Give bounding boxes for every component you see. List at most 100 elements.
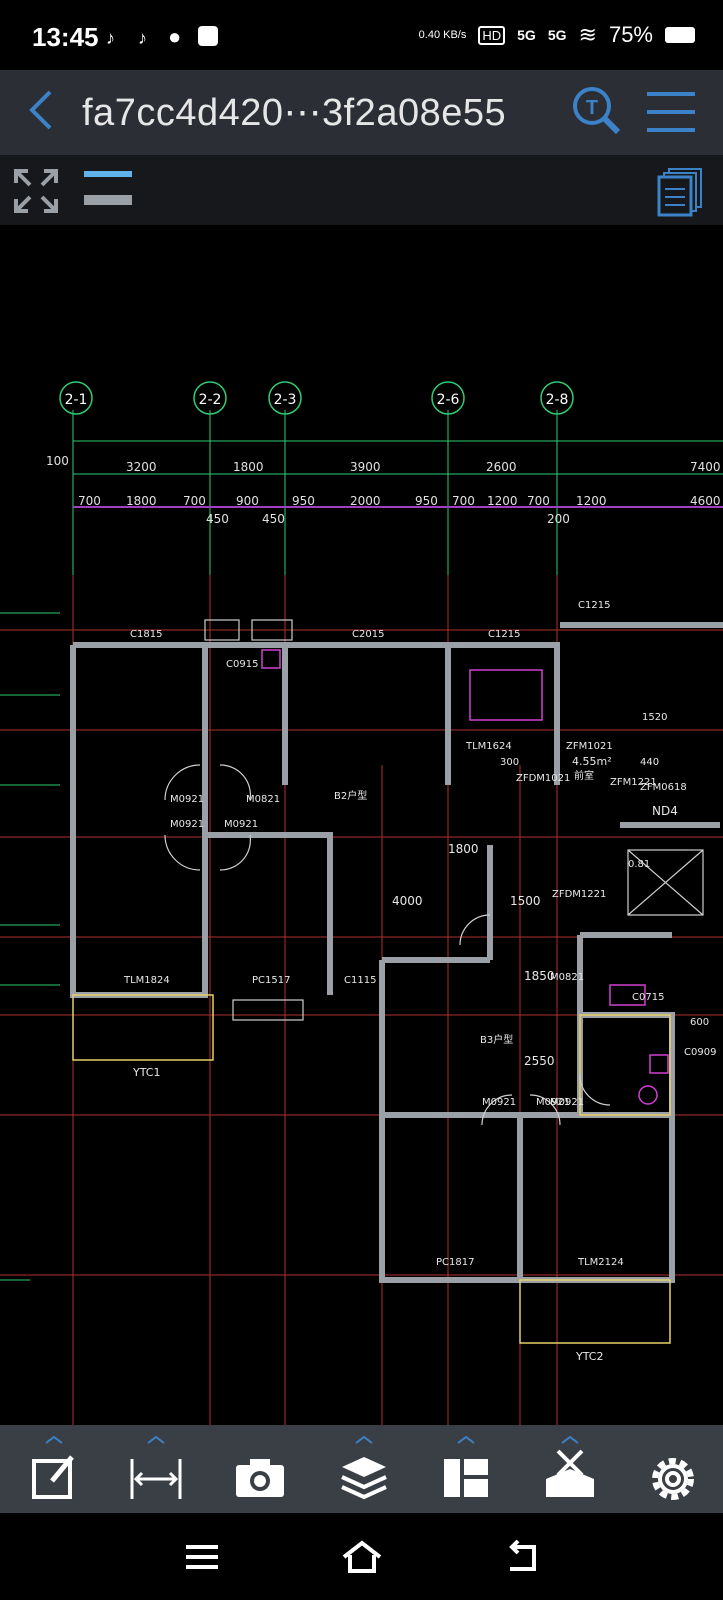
axis-bubble: 2-2 — [193, 381, 227, 415]
pages-button[interactable] — [655, 167, 705, 217]
dim-text: 450 — [206, 512, 229, 526]
dimension-texts: 100 3200 1800 3900 2600 7400 700 1800 70… — [46, 454, 721, 526]
axis-lines-green — [0, 410, 723, 1281]
home-icon — [342, 1540, 382, 1573]
dim-text: 200 — [547, 512, 570, 526]
back-button[interactable] — [26, 86, 56, 146]
lines-icon — [84, 171, 132, 205]
message-icon: ● — [168, 24, 182, 49]
line-weight-button[interactable] — [82, 169, 134, 209]
label: ZFM1021 — [566, 741, 613, 752]
toolbox-icon — [546, 1435, 594, 1497]
bottom-toolbar — [0, 1425, 723, 1513]
label: 前室 — [574, 769, 594, 782]
text-search-button[interactable]: T — [570, 84, 622, 136]
label: C1815 — [130, 629, 162, 640]
fixtures — [261, 649, 669, 1105]
dim-text: 700 — [452, 494, 475, 508]
label: YTC2 — [575, 1350, 603, 1363]
label: ZFM0618 — [640, 782, 687, 793]
status-right: 0.40 KB/s HD 5G 5G ≋ 75% — [419, 22, 695, 48]
dim-text: 7400 — [690, 460, 721, 474]
label: 0.81 — [628, 859, 650, 870]
axis-bubble: 2-1 — [59, 381, 93, 415]
measure-icon — [130, 1435, 182, 1499]
label: M0921 — [482, 1097, 516, 1108]
measure-tool-button[interactable] — [128, 1435, 184, 1505]
drawing-canvas[interactable]: 2-1 2-2 2-3 2-6 2-8 100 3200 1800 3900 2… — [0, 225, 723, 1425]
label: 1500 — [510, 894, 541, 908]
dim-text: 700 — [527, 494, 550, 508]
axis-bubbles: 2-1 2-2 2-3 2-6 2-8 — [59, 381, 574, 415]
label: PC1817 — [436, 1257, 474, 1268]
label: ZFDM1221 — [552, 889, 606, 900]
label: 4000 — [392, 894, 423, 908]
signal-5g-1: 5G — [517, 27, 536, 43]
dim-text: 100 — [46, 454, 69, 468]
label: 1800 — [448, 842, 479, 856]
signal-5g-2: 5G — [547, 27, 567, 43]
settings-icon — [652, 1458, 694, 1500]
label: M0921 — [170, 794, 204, 805]
axis-label: 2-6 — [437, 392, 460, 408]
wifi-icon: ≋ — [578, 22, 597, 47]
label: 2550 — [524, 1054, 555, 1068]
dim-text: 3200 — [126, 460, 157, 474]
recent-apps-button[interactable] — [182, 1539, 222, 1575]
label: M0821 — [550, 972, 584, 983]
app-icon — [198, 26, 218, 46]
label: M0921 — [550, 1097, 584, 1108]
toolbox-tool-button[interactable] — [542, 1435, 598, 1505]
camera-icon — [236, 1459, 284, 1497]
label: ND4 — [652, 804, 678, 818]
pages-icon — [657, 168, 702, 217]
axis-label: 2-2 — [199, 392, 222, 408]
floor-plan: 2-1 2-2 2-3 2-6 2-8 100 3200 1800 3900 2… — [0, 381, 723, 1425]
label: B2户型 — [334, 789, 367, 802]
tiktok-lite-icon: ♪ — [138, 28, 147, 48]
network-speed: 0.40 KB/s — [418, 28, 467, 41]
tiktok-icon: ♪ — [106, 28, 115, 48]
dim-text: 2600 — [486, 460, 517, 474]
camera-tool-button[interactable] — [232, 1435, 288, 1505]
status-time: 13:45 — [32, 22, 99, 52]
battery-icon — [665, 27, 695, 43]
label: M0921 — [170, 819, 204, 830]
label: 600 — [690, 1017, 709, 1028]
dim-text: 3900 — [350, 460, 381, 474]
system-nav-bar — [0, 1513, 723, 1600]
menu-icon — [186, 1545, 218, 1569]
label: PC1517 — [252, 975, 290, 986]
fullscreen-button[interactable] — [12, 167, 60, 215]
axis-label: 2-8 — [546, 392, 569, 408]
edit-tool-button[interactable] — [26, 1435, 82, 1505]
menu-button[interactable] — [645, 88, 697, 136]
label: TLM1624 — [465, 741, 512, 752]
layout-tool-button[interactable] — [438, 1435, 494, 1505]
chevron-left-icon — [29, 90, 52, 130]
dim-text: 1800 — [233, 460, 264, 474]
dim-text: 2000 — [350, 494, 381, 508]
edit-icon — [32, 1435, 74, 1499]
dim-text: 1200 — [487, 494, 518, 508]
element-labels: C1815 C0915 C2015 C1215 C1215 TLM1624 ZF… — [123, 600, 716, 1363]
label: YTC1 — [132, 1066, 160, 1079]
axis-bubble: 2-3 — [268, 381, 302, 415]
label: C1215 — [578, 600, 610, 611]
back-nav-button[interactable] — [502, 1539, 542, 1575]
dim-text: 900 — [236, 494, 259, 508]
label: 1520 — [642, 712, 667, 723]
home-button[interactable] — [342, 1539, 382, 1575]
status-bar: 13:45 ♪ ♪ ● 0.40 KB/s HD 5G 5G ≋ 75% — [0, 0, 723, 70]
dim-text: 4600 — [690, 494, 721, 508]
label: 440 — [640, 757, 659, 768]
layers-tool-button[interactable] — [336, 1435, 392, 1505]
expand-arrows-icon — [14, 169, 58, 213]
settings-tool-button[interactable] — [645, 1435, 701, 1505]
label: C1215 — [488, 629, 520, 640]
stairs-elevator — [204, 619, 704, 1021]
balconies — [72, 994, 671, 1344]
axis-label: 2-3 — [274, 392, 297, 408]
label: ZFDM1021 — [516, 773, 570, 784]
axis-label: 2-1 — [65, 392, 88, 408]
